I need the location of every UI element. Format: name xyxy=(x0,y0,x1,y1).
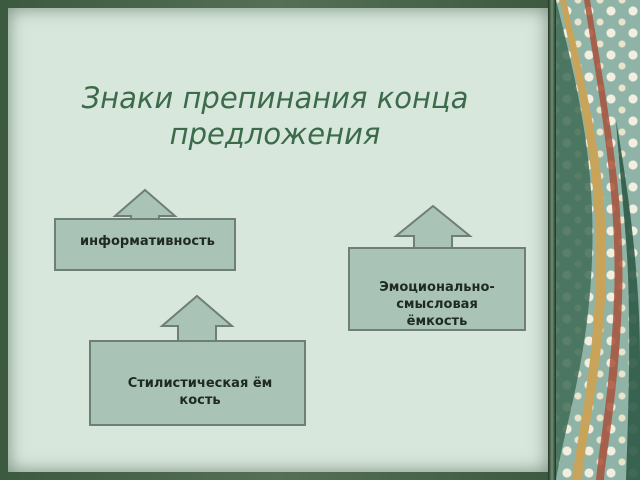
ribbon-decoration xyxy=(556,0,640,480)
informativity-box: информативность xyxy=(54,218,236,271)
emotional-line-1: Эмоционально- xyxy=(379,280,495,295)
emotional-line-3: ёмкость xyxy=(406,314,468,329)
informativity-label: информативность xyxy=(80,234,215,249)
emotional-capacity-box: Эмоционально- смысловая ёмкость xyxy=(348,247,526,331)
emotional-line-2: смысловая xyxy=(396,297,478,312)
slide-title: Знаки препинания конца предложения xyxy=(40,80,510,152)
stylistic-capacity-label: Стилистическая ёмкость xyxy=(127,376,273,408)
title-line-1: Знаки препинания конца xyxy=(81,81,469,115)
decorative-panel xyxy=(556,0,640,480)
up-arrow-3 xyxy=(159,294,235,342)
up-arrow-1 xyxy=(112,188,178,224)
frame-divider xyxy=(548,0,556,480)
stylistic-capacity-box: Стилистическая ёмкость xyxy=(89,340,306,426)
title-line-2: предложения xyxy=(169,117,381,151)
emotional-capacity-label: Эмоционально- смысловая ёмкость xyxy=(350,279,524,330)
up-arrow-2 xyxy=(393,204,473,250)
